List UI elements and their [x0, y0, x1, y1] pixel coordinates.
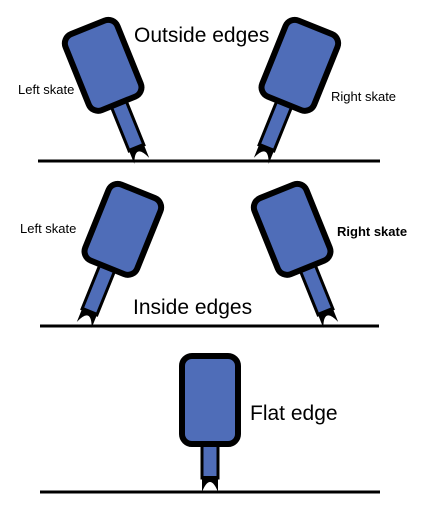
inside-left-skate	[76, 180, 165, 328]
flat-skate-boot	[179, 353, 241, 447]
outside-right-skate-boot	[258, 16, 342, 114]
inside-left-skate-blade	[76, 307, 98, 328]
flat-edge-panel: Flat edge	[40, 353, 380, 494]
inside-right-skate-blade	[317, 307, 339, 328]
outside-left-skate	[61, 16, 150, 164]
inside-edges-panel: Inside edges Left skate Right skate	[20, 180, 407, 328]
outside-right-skate	[253, 16, 342, 164]
inside-right-skate-label: Right skate	[337, 224, 407, 239]
outside-left-skate-boot	[61, 16, 145, 114]
inside-left-skate-boot	[81, 180, 165, 278]
inside-left-skate-label: Left skate	[20, 221, 76, 236]
outside-right-skate-label: Right skate	[331, 89, 396, 104]
outside-edges-title: Outside edges	[134, 24, 269, 47]
flat-edge-title: Flat edge	[250, 402, 338, 425]
inside-right-skate-boot	[250, 180, 334, 278]
outside-edges-panel: Outside edges Left skate Right skate	[18, 16, 396, 164]
outside-left-skate-blade	[128, 143, 150, 164]
inside-edges-title: Inside edges	[133, 296, 252, 319]
flat-skate	[179, 353, 241, 492]
flat-skate-blade	[202, 476, 218, 492]
outside-right-skate-blade	[253, 143, 275, 164]
inside-right-skate	[250, 180, 339, 328]
outside-left-skate-label: Left skate	[18, 82, 74, 97]
